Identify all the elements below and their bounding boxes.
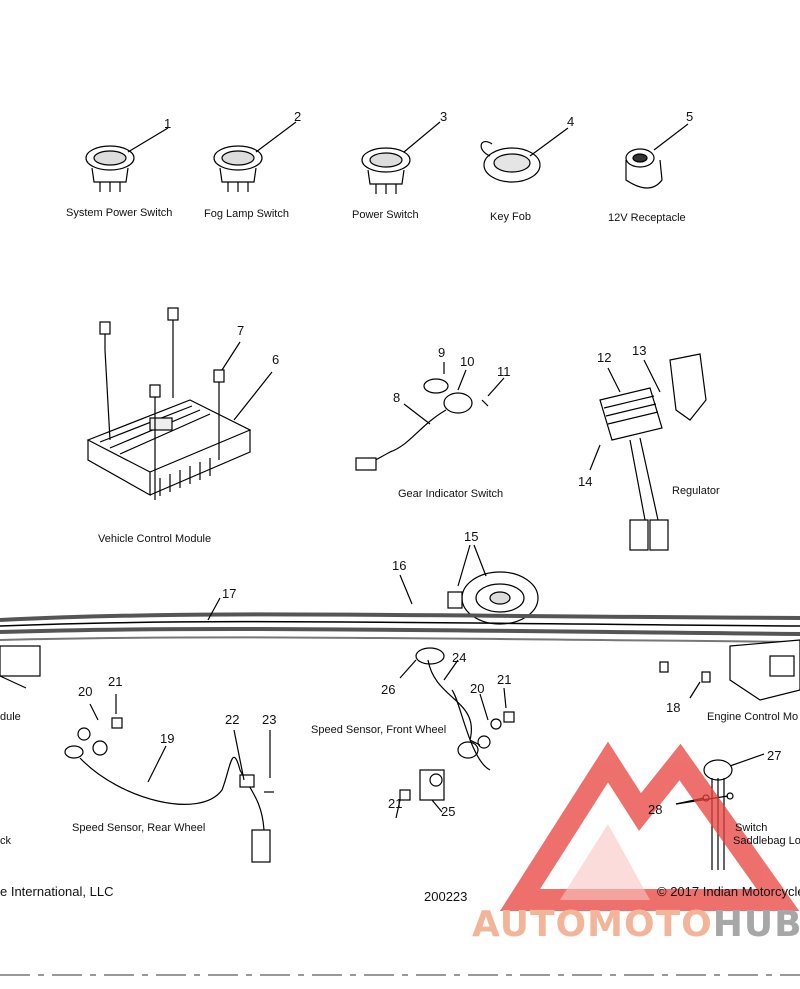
callout-12: 12	[597, 350, 612, 365]
callout-5: 5	[686, 109, 694, 124]
bolts	[99, 307, 225, 500]
footer-left: e International, LLC	[0, 884, 114, 899]
callout-19: 19	[160, 731, 175, 746]
switch-label: Switch	[735, 822, 768, 834]
system-power-switch-part	[85, 145, 135, 192]
key-fob-part	[480, 141, 541, 183]
callout-26: 26	[381, 682, 396, 697]
fog-lamp-switch-label: Fog Lamp Switch	[204, 208, 289, 220]
callout-10: 10	[460, 354, 475, 369]
callout-20: 20	[78, 684, 93, 699]
receptacle-part	[625, 148, 663, 189]
ck-label: ck	[0, 835, 11, 847]
callout-8: 8	[393, 390, 401, 405]
engine-control-module-part	[729, 639, 800, 701]
callout-11: 11	[497, 364, 511, 379]
gear-indicator-switch-part	[355, 378, 489, 471]
callout-20b: 20	[470, 681, 485, 696]
callout-25: 25	[441, 804, 456, 819]
watermark-part2: HUB	[712, 904, 800, 945]
watermark-text: AUTOMOTOHUB	[472, 904, 800, 945]
callout-28: 28	[648, 802, 663, 817]
callout-21b: 21	[497, 672, 512, 687]
speed-sensor-rear-label: Speed Sensor, Rear Wheel	[72, 822, 206, 834]
callout-7: 7	[237, 323, 245, 338]
key-fob-label: Key Fob	[490, 211, 531, 223]
power-switch-label: Power Switch	[352, 209, 419, 221]
footer-center: 200223	[424, 889, 468, 904]
speed-sensor-front-label: Speed Sensor, Front Wheel	[311, 724, 447, 736]
rear-speed-sensor-part	[64, 717, 274, 863]
callout-13: 13	[632, 343, 647, 358]
front-speed-sensor-part	[399, 647, 515, 801]
callout-14: 14	[578, 474, 593, 489]
module-left-label: dule	[0, 711, 21, 723]
callout-22: 22	[225, 712, 240, 727]
saddlebag-label: Saddlebag Lo	[733, 835, 800, 847]
regulator-label: Regulator	[672, 485, 720, 497]
callout-2: 2	[294, 109, 302, 124]
callout-23: 23	[262, 712, 277, 727]
horn-part	[447, 571, 539, 625]
callout-1: 1	[164, 116, 172, 131]
power-switch-part	[361, 147, 411, 194]
callout-21: 21	[108, 674, 123, 689]
callout-17: 17	[222, 586, 237, 601]
callout-18: 18	[666, 700, 681, 715]
callout-4: 4	[567, 114, 575, 129]
callout-16: 16	[392, 558, 407, 573]
vehicle-control-module-label: Vehicle Control Module	[98, 533, 212, 545]
receptacle-12v-label: 12V Receptacle	[608, 212, 686, 224]
left-module-part	[0, 645, 41, 689]
callout-21c: 21	[388, 796, 403, 811]
callout-24: 24	[452, 650, 467, 665]
wiring-harness	[0, 612, 800, 643]
callout-15: 15	[464, 529, 479, 544]
gear-indicator-switch-label: Gear Indicator Switch	[398, 488, 504, 500]
callout-9: 9	[438, 345, 446, 360]
watermark-part1: AUTOMOTO	[472, 904, 713, 945]
regulator-part	[599, 353, 707, 551]
vehicle-control-module-part	[86, 399, 252, 497]
engine-control-module-label: Engine Control Mo	[707, 711, 799, 723]
callout-3: 3	[440, 109, 448, 124]
callout-27: 27	[767, 748, 782, 763]
footer-right: © 2017 Indian Motorcycle	[657, 884, 800, 899]
callout-6: 6	[272, 352, 280, 367]
system-power-switch-label: System Power Switch	[66, 207, 173, 219]
fog-lamp-switch-part	[213, 145, 263, 192]
watermark-logo	[499, 741, 800, 911]
